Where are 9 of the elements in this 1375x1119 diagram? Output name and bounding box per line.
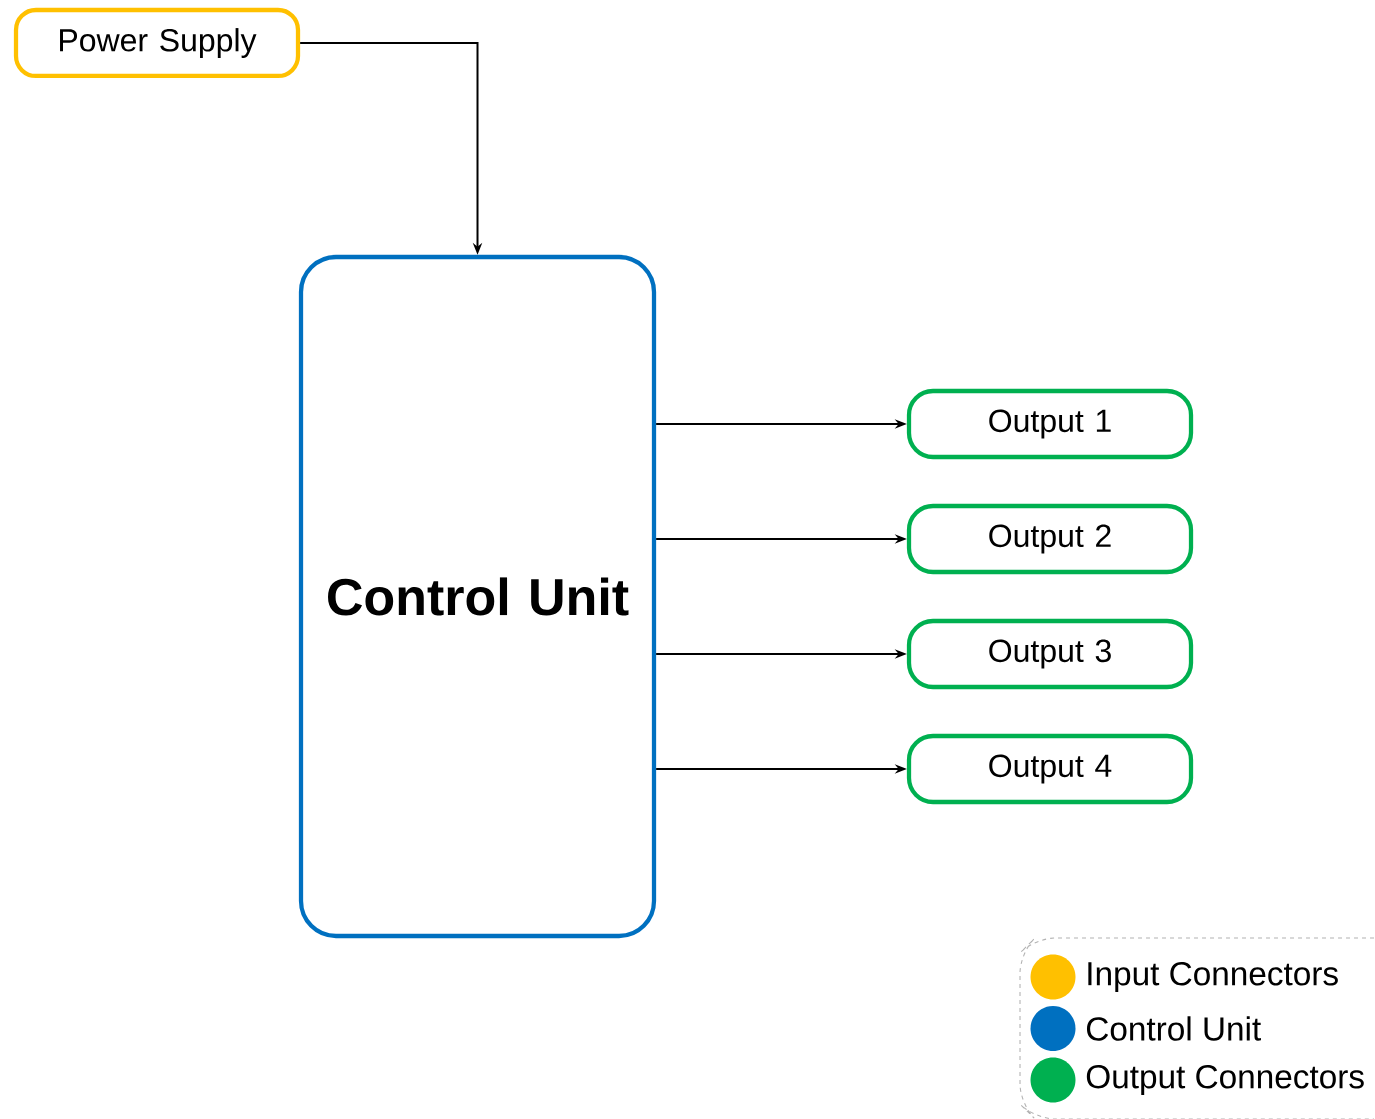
output-box: Output 1 bbox=[906, 388, 1194, 460]
output-box: Output 4 bbox=[906, 733, 1194, 805]
legend-label: Input Connectors bbox=[1088, 961, 1338, 993]
output-box: Output 3 bbox=[906, 618, 1194, 690]
input-box: Power Supply bbox=[13, 7, 301, 79]
output-box: Output 2 bbox=[906, 503, 1194, 575]
legend-label: Output Connectors bbox=[1086, 1064, 1364, 1096]
unit-box: Control Unit bbox=[298, 254, 657, 939]
legend-label: Control Unit bbox=[1086, 1016, 1261, 1041]
